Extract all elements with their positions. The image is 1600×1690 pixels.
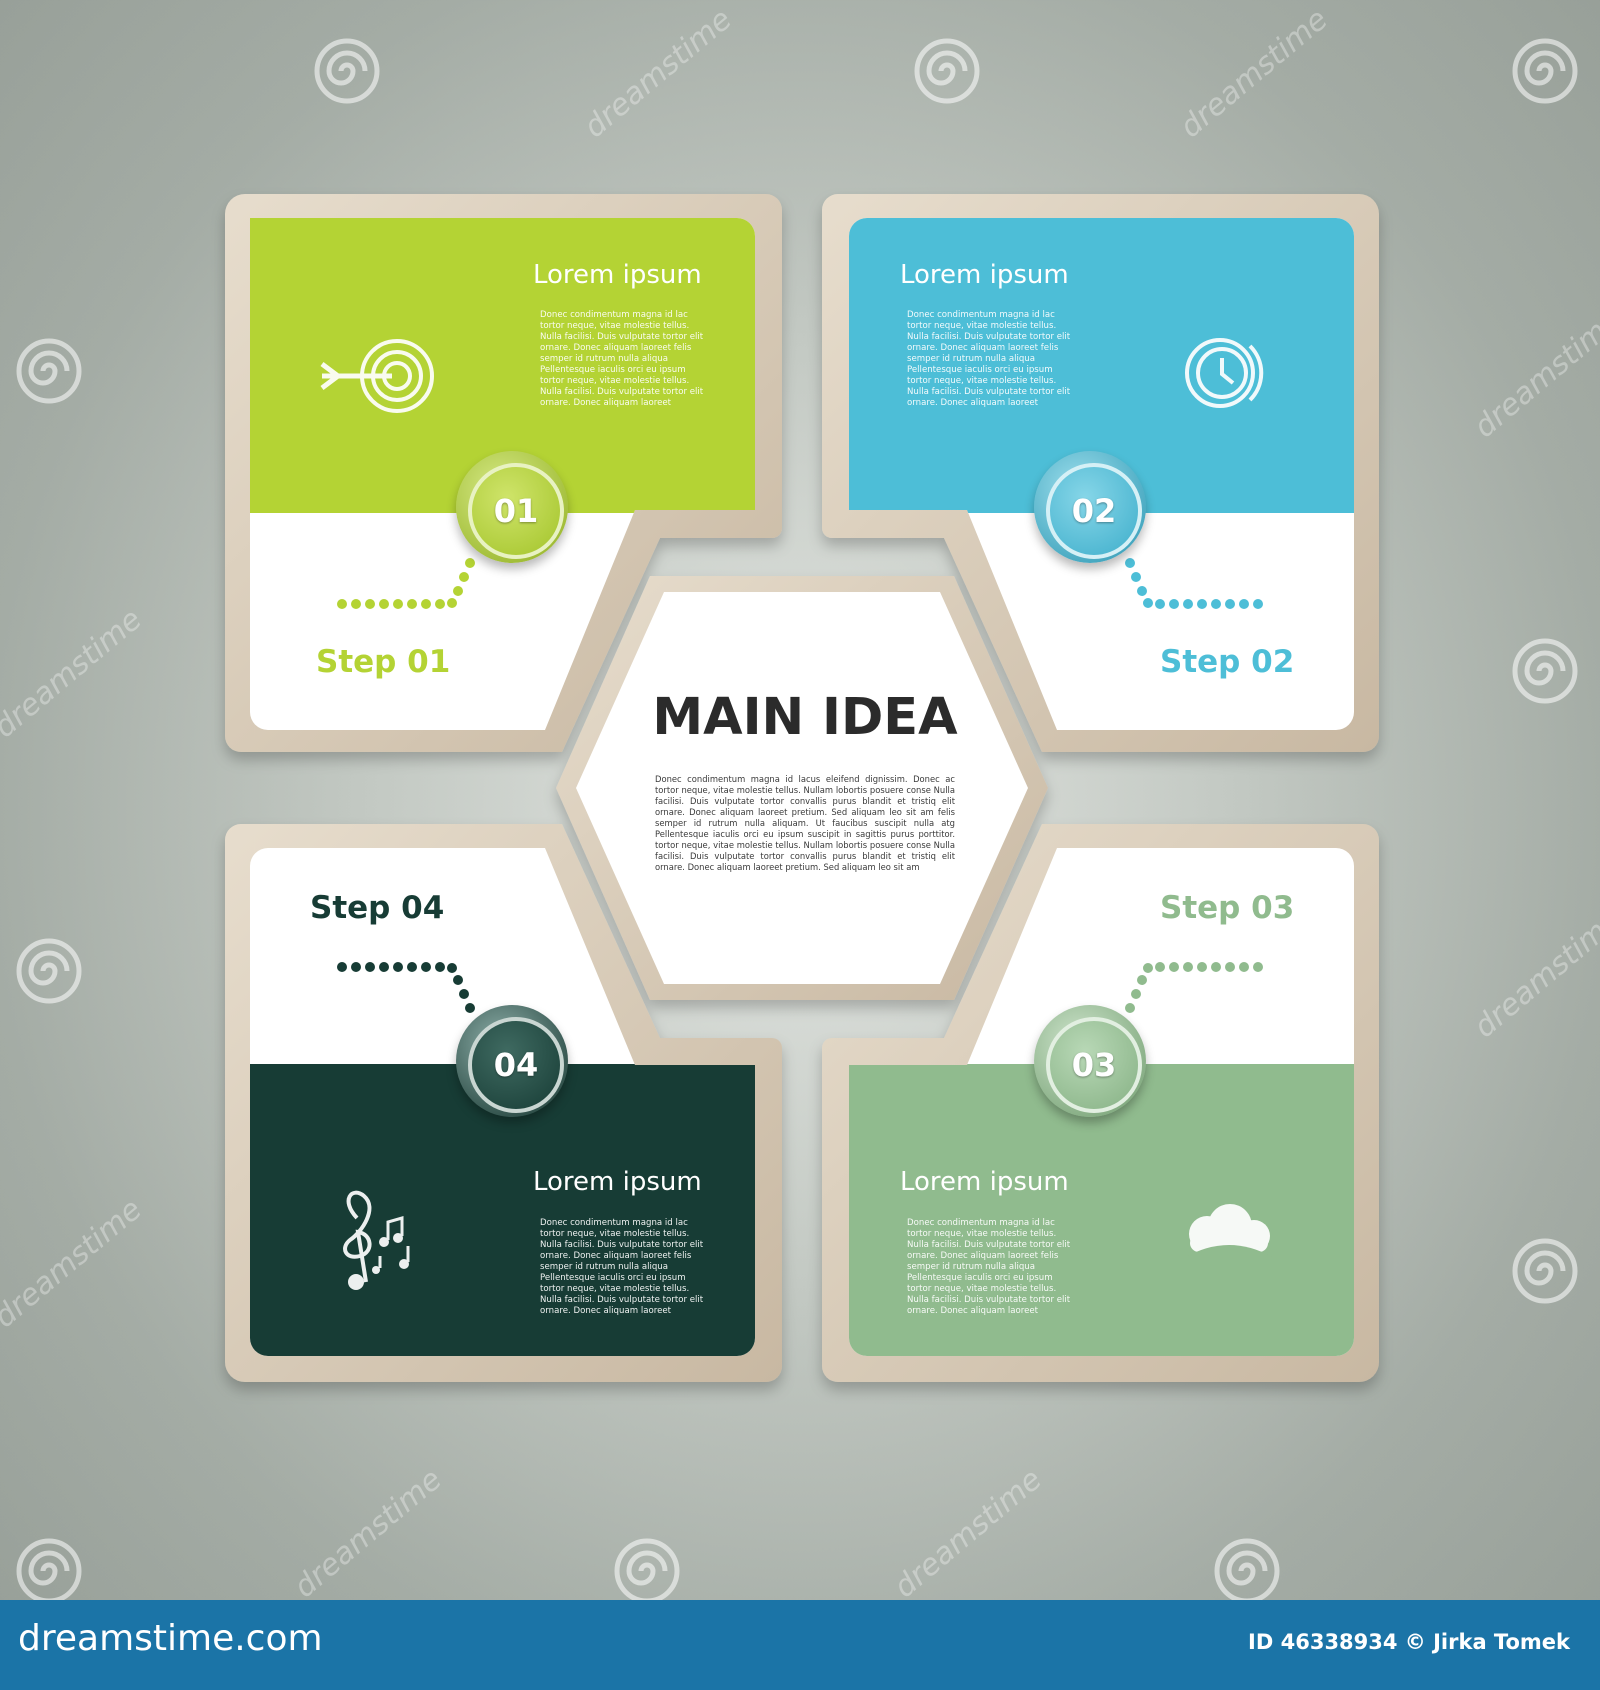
card-title-step-03: Lorem ipsum xyxy=(900,1167,1069,1197)
step-badge-number: 02 xyxy=(1046,463,1142,559)
step-badge-02: 02 xyxy=(1034,451,1146,563)
watermark-spiral-icon xyxy=(914,38,980,104)
card-body-step-02: Donec condimentum magna id lac tortor ne… xyxy=(907,310,1071,408)
step-label-02: Step 02 xyxy=(1160,644,1295,680)
card-body-step-04: Donec condimentum magna id lac tortor ne… xyxy=(540,1218,704,1316)
connector-step-02 xyxy=(1125,558,1263,609)
card-title-step-02: Lorem ipsum xyxy=(900,260,1069,290)
step-badge-number: 01 xyxy=(468,463,564,559)
step-label-04: Step 04 xyxy=(310,890,445,926)
footer-bar: dreamstime.com ID 46338934 © Jirka Tomek xyxy=(0,1600,1600,1690)
target-arrow-icon xyxy=(320,339,434,413)
main-idea-title: MAIN IDEA xyxy=(652,688,958,747)
clock-icon xyxy=(1185,338,1264,408)
step-label-01: Step 01 xyxy=(316,644,451,680)
card-body-step-03: Donec condimentum magna id lac tortor ne… xyxy=(907,1218,1071,1316)
watermark-spiral-icon xyxy=(16,938,82,1004)
connector-step-03 xyxy=(1125,962,1263,1013)
step-badge-number: 03 xyxy=(1046,1017,1142,1113)
music-notes-icon xyxy=(343,1190,410,1290)
watermark-spiral-icon xyxy=(16,338,82,404)
connector-step-01 xyxy=(337,558,475,609)
main-idea-hexagon xyxy=(576,592,1028,984)
watermark-spiral-icon xyxy=(1512,38,1578,104)
footer-credit: ID 46338934 © Jirka Tomek xyxy=(1248,1630,1570,1654)
main-idea-body: Donec condimentum magna id lacus eleifen… xyxy=(655,774,955,872)
watermark-spiral-icon xyxy=(1512,1238,1578,1304)
watermark-spiral-icon xyxy=(314,38,380,104)
watermark-spiral-icon xyxy=(1512,638,1578,704)
card-body-step-01: Donec condimentum magna id lac tortor ne… xyxy=(540,310,704,408)
step-badge-number: 04 xyxy=(468,1017,564,1113)
footer-logo: dreamstime.com xyxy=(18,1618,323,1659)
connector-step-04 xyxy=(337,962,475,1013)
step-badge-03: 03 xyxy=(1034,1005,1146,1117)
card-title-step-04: Lorem ipsum xyxy=(533,1167,702,1197)
card-title-step-01: Lorem ipsum xyxy=(533,260,702,290)
step-label-03: Step 03 xyxy=(1160,890,1295,926)
step-badge-01: 01 xyxy=(456,451,568,563)
cloud-icon xyxy=(1184,1204,1274,1262)
infographic-stage: dreamstime dreamstime dreamstime dreamst… xyxy=(16,38,1578,1382)
step-badge-04: 04 xyxy=(456,1005,568,1117)
